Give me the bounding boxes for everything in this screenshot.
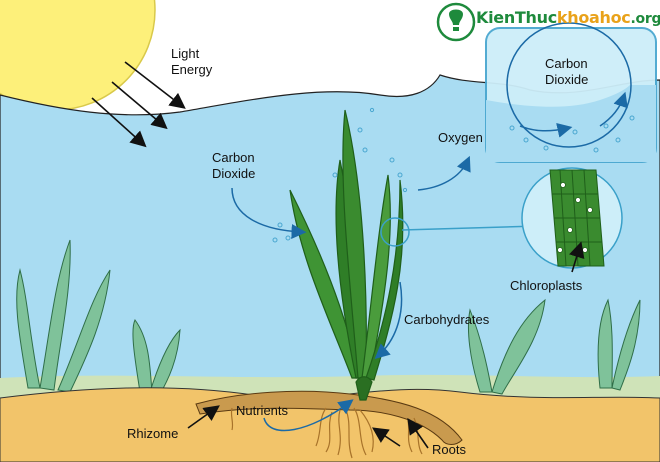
- watermark-text: KienThuckhoahoc.org: [476, 8, 660, 27]
- oxygen-label: Oxygen: [438, 130, 483, 145]
- oxygen-arrow: [417, 155, 471, 191]
- bubbles: [272, 107, 408, 243]
- carbohydrates-label: Carbohydrates: [404, 312, 490, 327]
- inset-carbon-dioxide-label: Carbon Dioxide: [545, 56, 589, 87]
- watermark-part3: .org: [630, 11, 660, 27]
- seagrass-plant: [289, 109, 404, 401]
- carbon-dioxide-label: Carbon Dioxide: [212, 150, 256, 181]
- watermark-logo: [436, 2, 476, 42]
- chloroplast-pointer: [569, 241, 585, 273]
- co2-inset: [485, 22, 657, 163]
- zoom-line: [401, 225, 539, 231]
- chloroplast-inset: [521, 167, 623, 269]
- watermark-part1: KienThuc: [476, 8, 557, 27]
- nutrients-arrow: [263, 399, 354, 432]
- roots-pointer-left: [372, 427, 401, 447]
- zoom-source-circle: [380, 217, 410, 247]
- seaweed-left: [16, 239, 181, 395]
- watermark-part2: khoahoc: [556, 8, 631, 27]
- seaweed-right: [468, 298, 641, 395]
- co2-arrow: [231, 187, 307, 239]
- rhizome-label: Rhizome: [127, 426, 179, 441]
- roots-pointer-right: [407, 418, 429, 449]
- nutrients-label: Nutrients: [236, 403, 289, 418]
- rhizome: [195, 390, 463, 445]
- roots-label: Roots: [432, 442, 466, 457]
- light-energy-label: Light Energy: [171, 46, 213, 77]
- chloroplasts-label: Chloroplasts: [510, 278, 583, 293]
- light-arrows: [91, 61, 186, 148]
- rhizome-pointer: [187, 405, 220, 429]
- carbohydrates-arrow: [374, 281, 403, 360]
